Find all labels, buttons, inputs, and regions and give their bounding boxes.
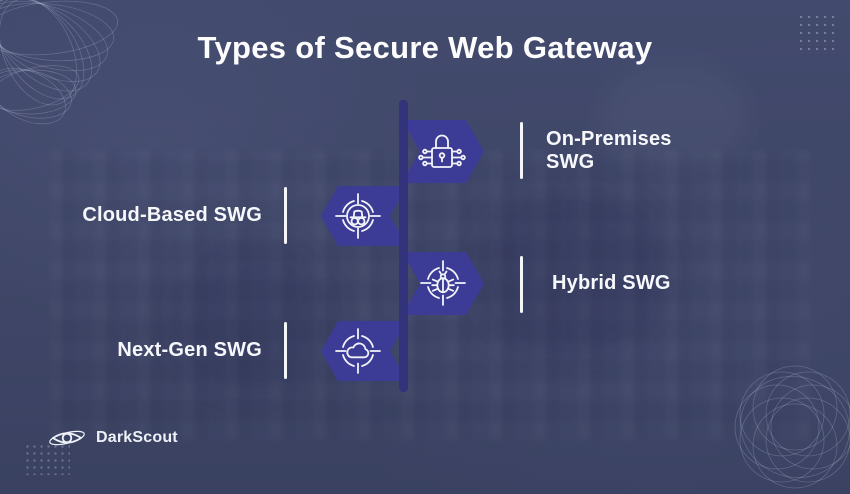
arrow-banner-next-gen bbox=[321, 321, 408, 381]
brand-logo: DarkScout bbox=[46, 424, 178, 452]
wireframe-torus-decoration bbox=[734, 365, 850, 489]
eye-orbit-icon bbox=[49, 430, 85, 446]
label-on-premises-swg: On-Premises SWG bbox=[546, 128, 672, 173]
timeline-spine bbox=[399, 100, 408, 392]
label-separator bbox=[284, 187, 287, 244]
background-blob bbox=[170, 240, 330, 390]
label-hybrid-swg: Hybrid SWG bbox=[552, 272, 671, 294]
wireframe-swirl-decoration bbox=[0, 0, 119, 125]
page-title: Types of Secure Web Gateway bbox=[197, 30, 653, 65]
label-separator bbox=[520, 122, 523, 179]
cloud-target-icon bbox=[335, 328, 381, 374]
arrow-banner-on-premises bbox=[402, 120, 484, 183]
label-cloud-based-swg: Cloud-Based SWG bbox=[82, 204, 262, 226]
brand-name: DarkScout bbox=[96, 429, 178, 446]
spy-target-icon bbox=[335, 193, 381, 239]
padlock-circuit-icon bbox=[418, 134, 466, 168]
label-next-gen-swg: Next-Gen SWG bbox=[117, 339, 262, 361]
label-separator bbox=[520, 256, 523, 313]
arrow-banner-cloud-based bbox=[321, 186, 408, 246]
label-separator bbox=[284, 322, 287, 379]
bug-target-icon bbox=[420, 260, 466, 306]
